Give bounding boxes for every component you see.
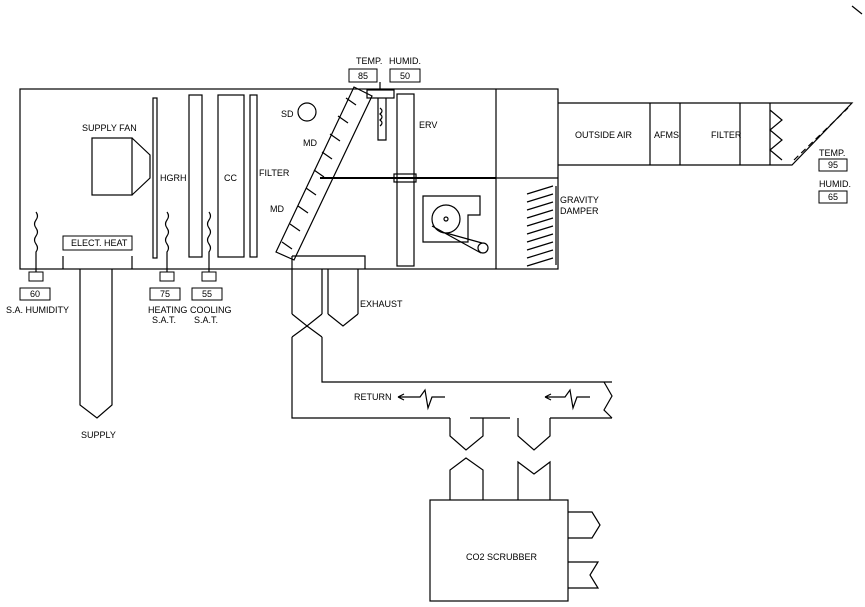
afms-label: AFMS: [654, 130, 679, 140]
co2-scrubber-label: CO2 SCRUBBER: [466, 552, 538, 562]
humid-top-label: HUMID.: [389, 56, 421, 66]
exhaust-fan-motor: [477, 242, 489, 254]
sa-humidity-sensor: [28, 271, 44, 282]
supply-plenum: [62, 256, 133, 269]
humid-top-box: [389, 68, 421, 83]
return-label: RETURN: [354, 392, 392, 402]
hgrh-coil: [152, 97, 158, 259]
hgrh-label: HGRH: [160, 173, 187, 183]
heating-sat-probe: [164, 211, 170, 272]
ahu-casing: [19, 88, 559, 270]
outside-damper: [769, 103, 783, 165]
gravity-damper-label-2: DAMPER: [560, 206, 599, 216]
temp-right-label: TEMP.: [819, 148, 845, 158]
erv-wheel: [396, 93, 415, 267]
damper-blades: [281, 97, 357, 250]
cooling-label-1: COOLING: [190, 305, 232, 315]
filter-inner: [249, 94, 258, 258]
exhaust-fan-housing: [422, 195, 481, 243]
erv-label: ERV: [419, 120, 437, 130]
supply-fan-box: [91, 137, 133, 196]
filter-inner-label: FILTER: [259, 168, 290, 178]
exhaust-plenum: [292, 255, 366, 269]
exhaust-duct-sides: [291, 256, 359, 314]
return-duct-end: [603, 381, 613, 419]
return-arrow-1: [397, 388, 445, 411]
humid-right-value: 65: [828, 192, 838, 202]
smoke-detector: [297, 102, 317, 122]
cooling-sat-value: 55: [202, 289, 212, 299]
temp-right-value: 95: [828, 160, 838, 170]
supply-fan-outlet: [131, 137, 151, 196]
scrubber-outlet-1: [568, 511, 601, 539]
scrubber-outlet-2: [568, 561, 600, 589]
intake-dashed: [793, 107, 849, 161]
return-arrow-2: [544, 388, 590, 411]
cooling-sat-probe: [206, 211, 212, 272]
humid-top-value: 50: [400, 71, 410, 81]
heating-sat-box: [149, 287, 181, 301]
reheat-bank: [188, 94, 203, 258]
gravity-damper-blades: [526, 185, 554, 267]
humid-right-box: [818, 190, 848, 204]
supply-label: SUPPLY: [81, 430, 116, 440]
outside-air-duct: [558, 102, 854, 166]
top-sensor-element: [379, 107, 383, 127]
scrubber-branch-2: [517, 460, 551, 500]
sa-humidity-box: [19, 287, 51, 301]
exhaust-fan-belt: [431, 225, 483, 254]
cooling-coil: [217, 94, 245, 258]
sa-humidity-value: 60: [30, 289, 40, 299]
heating-sat-sensor: [159, 271, 175, 282]
sd-label: SD: [281, 109, 294, 119]
filter-outer-label: FILTER: [711, 130, 742, 140]
md-upper-label: MD: [303, 138, 317, 148]
outside-air-label: OUTSIDE AIR: [575, 130, 633, 140]
temp-top-label: TEMP.: [356, 56, 382, 66]
supply-fan-label: SUPPLY FAN: [82, 123, 137, 133]
elect-heat-box: [62, 235, 133, 251]
erv-seal: [393, 173, 417, 183]
top-sensor-probe: [377, 98, 387, 141]
cooling-sat-sensor: [201, 271, 217, 282]
gravity-damper-label-1: GRAVITY: [560, 195, 599, 205]
cc-label: CC: [224, 173, 237, 183]
return-duct: [291, 337, 612, 419]
exhaust-label: EXHAUST: [360, 299, 403, 309]
temp-top-box: [348, 68, 378, 83]
motorized-damper: [275, 86, 373, 261]
temp-top-value: 85: [358, 71, 368, 81]
humid-right-label: HUMID.: [819, 179, 851, 189]
md-lower-label: MD: [270, 204, 284, 214]
temp-right-box: [818, 158, 848, 172]
supply-duct: [79, 269, 113, 419]
heating-label-2: S.A.T.: [152, 315, 176, 325]
co2-scrubber: [429, 499, 569, 602]
corner-mark: [851, 5, 863, 15]
exhaust-fan-hub: [443, 216, 449, 222]
heating-sat-value: 75: [160, 289, 170, 299]
return-flex: [291, 325, 323, 338]
scrubber-branch-2-flex: [517, 418, 551, 451]
cooling-sat-box: [191, 287, 223, 301]
sa-humidity-probe: [33, 211, 39, 272]
cooling-label-2: S.A.T.: [194, 315, 218, 325]
elect-heat-label: ELECT. HEAT: [71, 238, 128, 248]
scrubber-branch-1-flex: [449, 418, 484, 451]
exhaust-flex: [291, 313, 359, 327]
sa-humidity-label: S.A. HUMIDITY: [6, 305, 69, 315]
heating-label-1: HEATING: [148, 305, 187, 315]
scrubber-branch-1: [449, 457, 484, 500]
